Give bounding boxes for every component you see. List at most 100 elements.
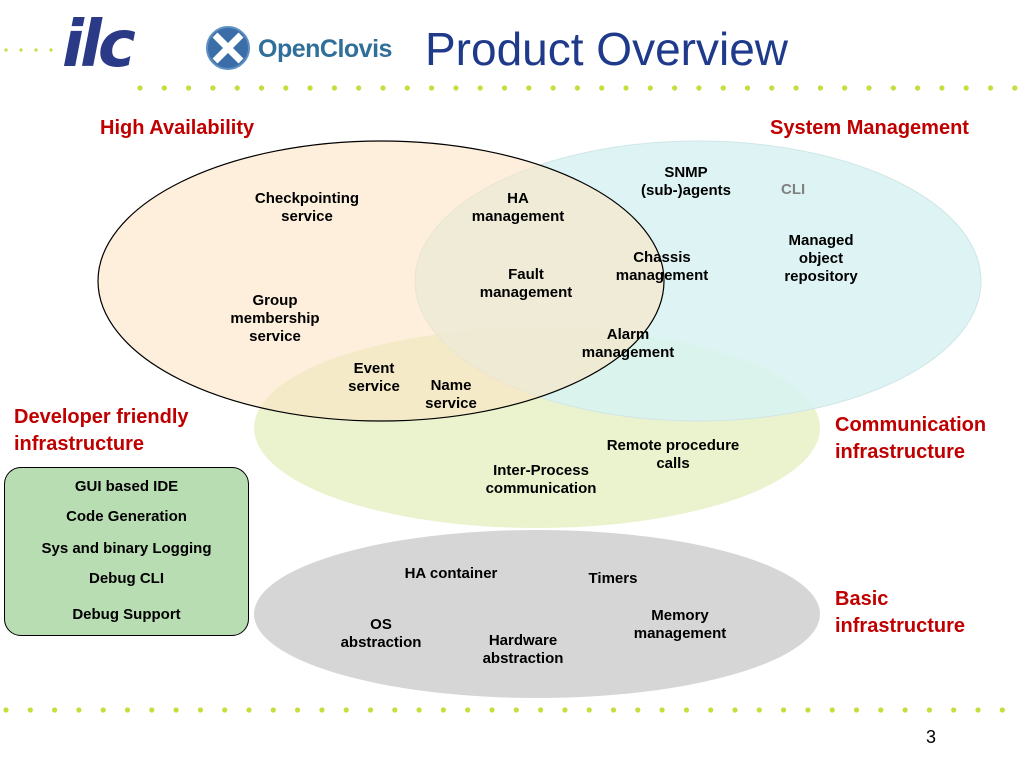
section-system-management: System Management xyxy=(770,117,969,139)
decorative-dot xyxy=(34,48,38,52)
decorative-dot xyxy=(659,707,665,713)
decorative-dot xyxy=(246,707,252,713)
developer-item: Debug Support xyxy=(72,606,181,623)
decorative-dot xyxy=(416,707,422,713)
section-high-availability: High Availability xyxy=(100,117,255,139)
decorative-dot xyxy=(696,85,702,91)
slide-title: Product Overview xyxy=(425,23,789,75)
decorative-dot xyxy=(404,85,410,91)
high-availability-ellipse xyxy=(97,140,665,422)
top-dotted-line xyxy=(4,48,1018,91)
decorative-dot xyxy=(732,707,738,713)
decorative-dot xyxy=(392,707,398,713)
decorative-dot xyxy=(283,85,289,91)
decorative-dot xyxy=(270,707,276,713)
decorative-dot xyxy=(27,707,33,713)
developer-item: Code Generation xyxy=(66,508,187,525)
decorative-dot xyxy=(513,707,519,713)
decorative-dot xyxy=(635,707,641,713)
decorative-dot xyxy=(453,85,459,91)
decorative-dot xyxy=(319,707,325,713)
decorative-dot xyxy=(149,707,155,713)
decorative-dot xyxy=(599,85,605,91)
decorative-dot xyxy=(866,85,872,91)
decorative-dot xyxy=(951,707,957,713)
decorative-dot xyxy=(161,85,167,91)
decorative-dot xyxy=(380,85,386,91)
label-cli: CLI xyxy=(781,181,806,198)
decorative-dot xyxy=(343,707,349,713)
decorative-dot xyxy=(975,707,981,713)
decorative-dot xyxy=(562,707,568,713)
decorative-dot xyxy=(963,85,969,91)
decorative-dot xyxy=(623,85,629,91)
decorative-dot xyxy=(769,85,775,91)
decorative-dot xyxy=(295,707,301,713)
decorative-dot xyxy=(890,85,896,91)
developer-item: Sys and binary Logging xyxy=(41,540,212,557)
label-ha-container: HA container xyxy=(404,565,498,582)
decorative-dot xyxy=(526,85,532,91)
decorative-dot xyxy=(234,85,240,91)
decorative-dot xyxy=(805,707,811,713)
decorative-dot xyxy=(477,85,483,91)
decorative-dot xyxy=(720,85,726,91)
decorative-dot xyxy=(999,707,1005,713)
decorative-dot xyxy=(440,707,446,713)
decorative-dot xyxy=(756,707,762,713)
decorative-dot xyxy=(258,85,265,91)
label-timers: Timers xyxy=(588,570,638,587)
decorative-dot xyxy=(197,707,203,713)
ilc-logo: ilc xyxy=(62,8,136,82)
decorative-dot xyxy=(708,707,714,713)
decorative-dot xyxy=(465,707,471,713)
decorative-dot xyxy=(49,48,53,52)
decorative-dot xyxy=(987,85,994,91)
decorative-dot xyxy=(939,85,945,91)
decorative-dot xyxy=(793,85,799,91)
bottom-dotted-line xyxy=(3,707,1005,713)
decorative-dot xyxy=(331,85,337,91)
decorative-dot xyxy=(902,707,908,713)
decorative-dot xyxy=(829,707,835,713)
decorative-dot xyxy=(574,85,581,91)
decorative-dot xyxy=(647,85,653,91)
decorative-dot xyxy=(307,85,313,91)
decorative-dot xyxy=(429,85,435,91)
decorative-dot xyxy=(19,48,23,52)
decorative-dot xyxy=(538,707,544,713)
decorative-dot xyxy=(586,707,592,713)
decorative-dot xyxy=(186,85,192,91)
decorative-dot xyxy=(550,85,556,91)
decorative-dot xyxy=(173,707,179,713)
page-number: 3 xyxy=(926,727,937,747)
developer-item: Debug CLI xyxy=(89,570,164,587)
decorative-dot xyxy=(3,707,9,713)
decorative-dot xyxy=(367,707,374,713)
decorative-dot xyxy=(210,85,216,91)
decorative-dot xyxy=(489,707,495,713)
decorative-dot xyxy=(610,707,617,713)
decorative-dot xyxy=(853,707,860,713)
decorative-dot xyxy=(842,85,848,91)
decorative-dot xyxy=(137,85,143,91)
decorative-dot xyxy=(100,707,106,713)
decorative-dot xyxy=(4,48,8,52)
decorative-dot xyxy=(52,707,58,713)
decorative-dot xyxy=(915,85,921,91)
